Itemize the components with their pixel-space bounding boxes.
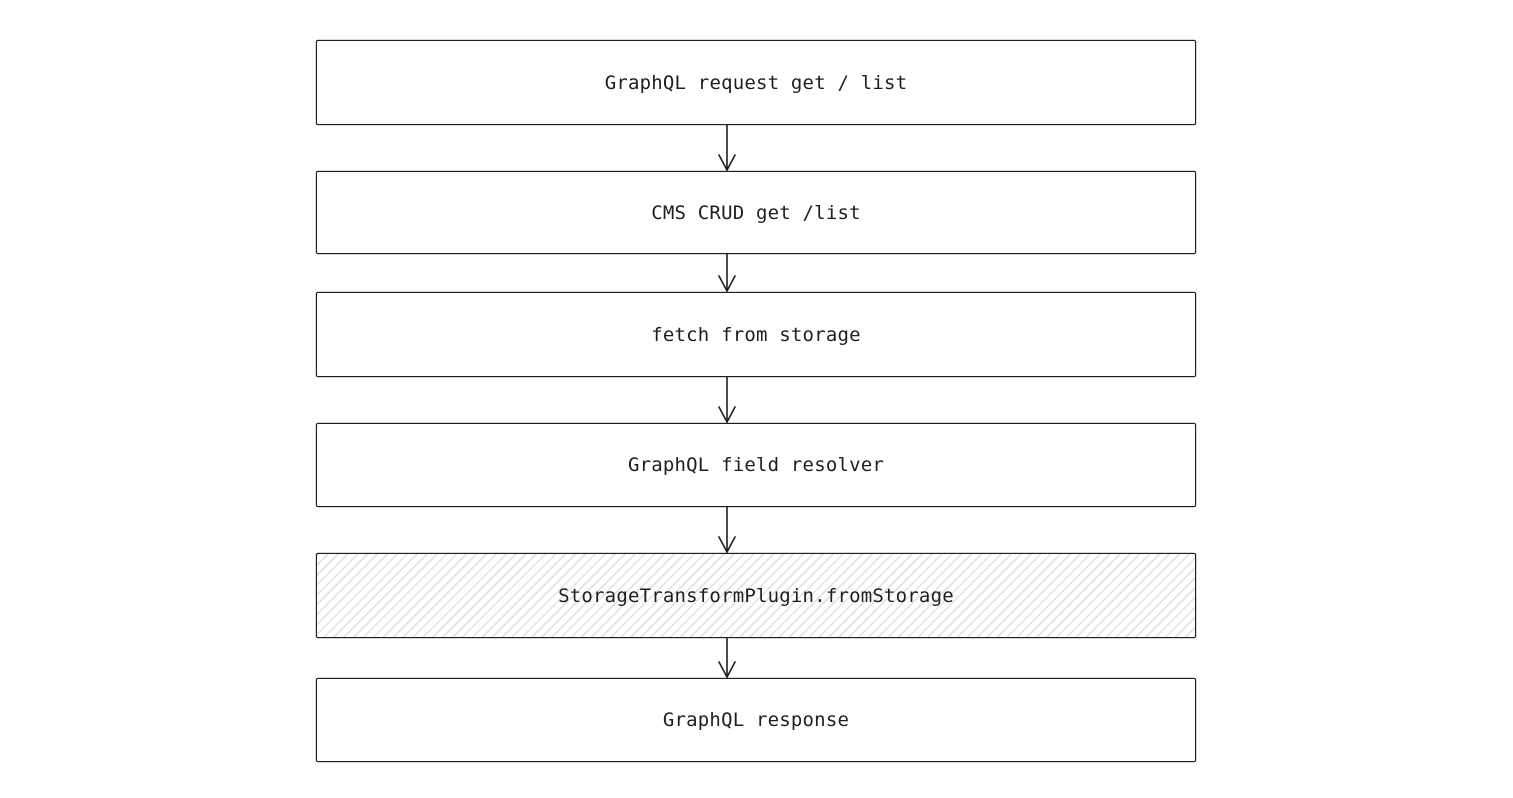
flow-arrow-3 (718, 377, 736, 423)
flow-arrow-1 (718, 125, 736, 171)
flow-node-label: GraphQL field resolver (627, 454, 885, 476)
flow-node-cms-crud: CMS CRUD get /list (316, 171, 1196, 254)
flow-node-label: GraphQL response (662, 709, 850, 731)
flow-arrow-2 (718, 254, 736, 292)
flow-node-label: StorageTransformPlugin.fromStorage (558, 584, 954, 607)
flow-node-label: GraphQL request get / list (604, 71, 908, 94)
flow-arrow-4 (718, 507, 736, 553)
flow-node-fetch-from-storage: fetch from storage (316, 292, 1196, 377)
flow-node-label: CMS CRUD get /list (651, 201, 861, 224)
flow-node-graphql-field-resolver: GraphQL field resolver (316, 423, 1196, 507)
flow-arrow-5 (718, 638, 736, 678)
flow-node-label: fetch from storage (651, 323, 861, 346)
flow-node-graphql-response: GraphQL response (316, 678, 1196, 762)
flow-node-storage-transform-plugin: StorageTransformPlugin.fromStorage (316, 553, 1196, 638)
flow-node-graphql-request: GraphQL request get / list (316, 40, 1196, 125)
